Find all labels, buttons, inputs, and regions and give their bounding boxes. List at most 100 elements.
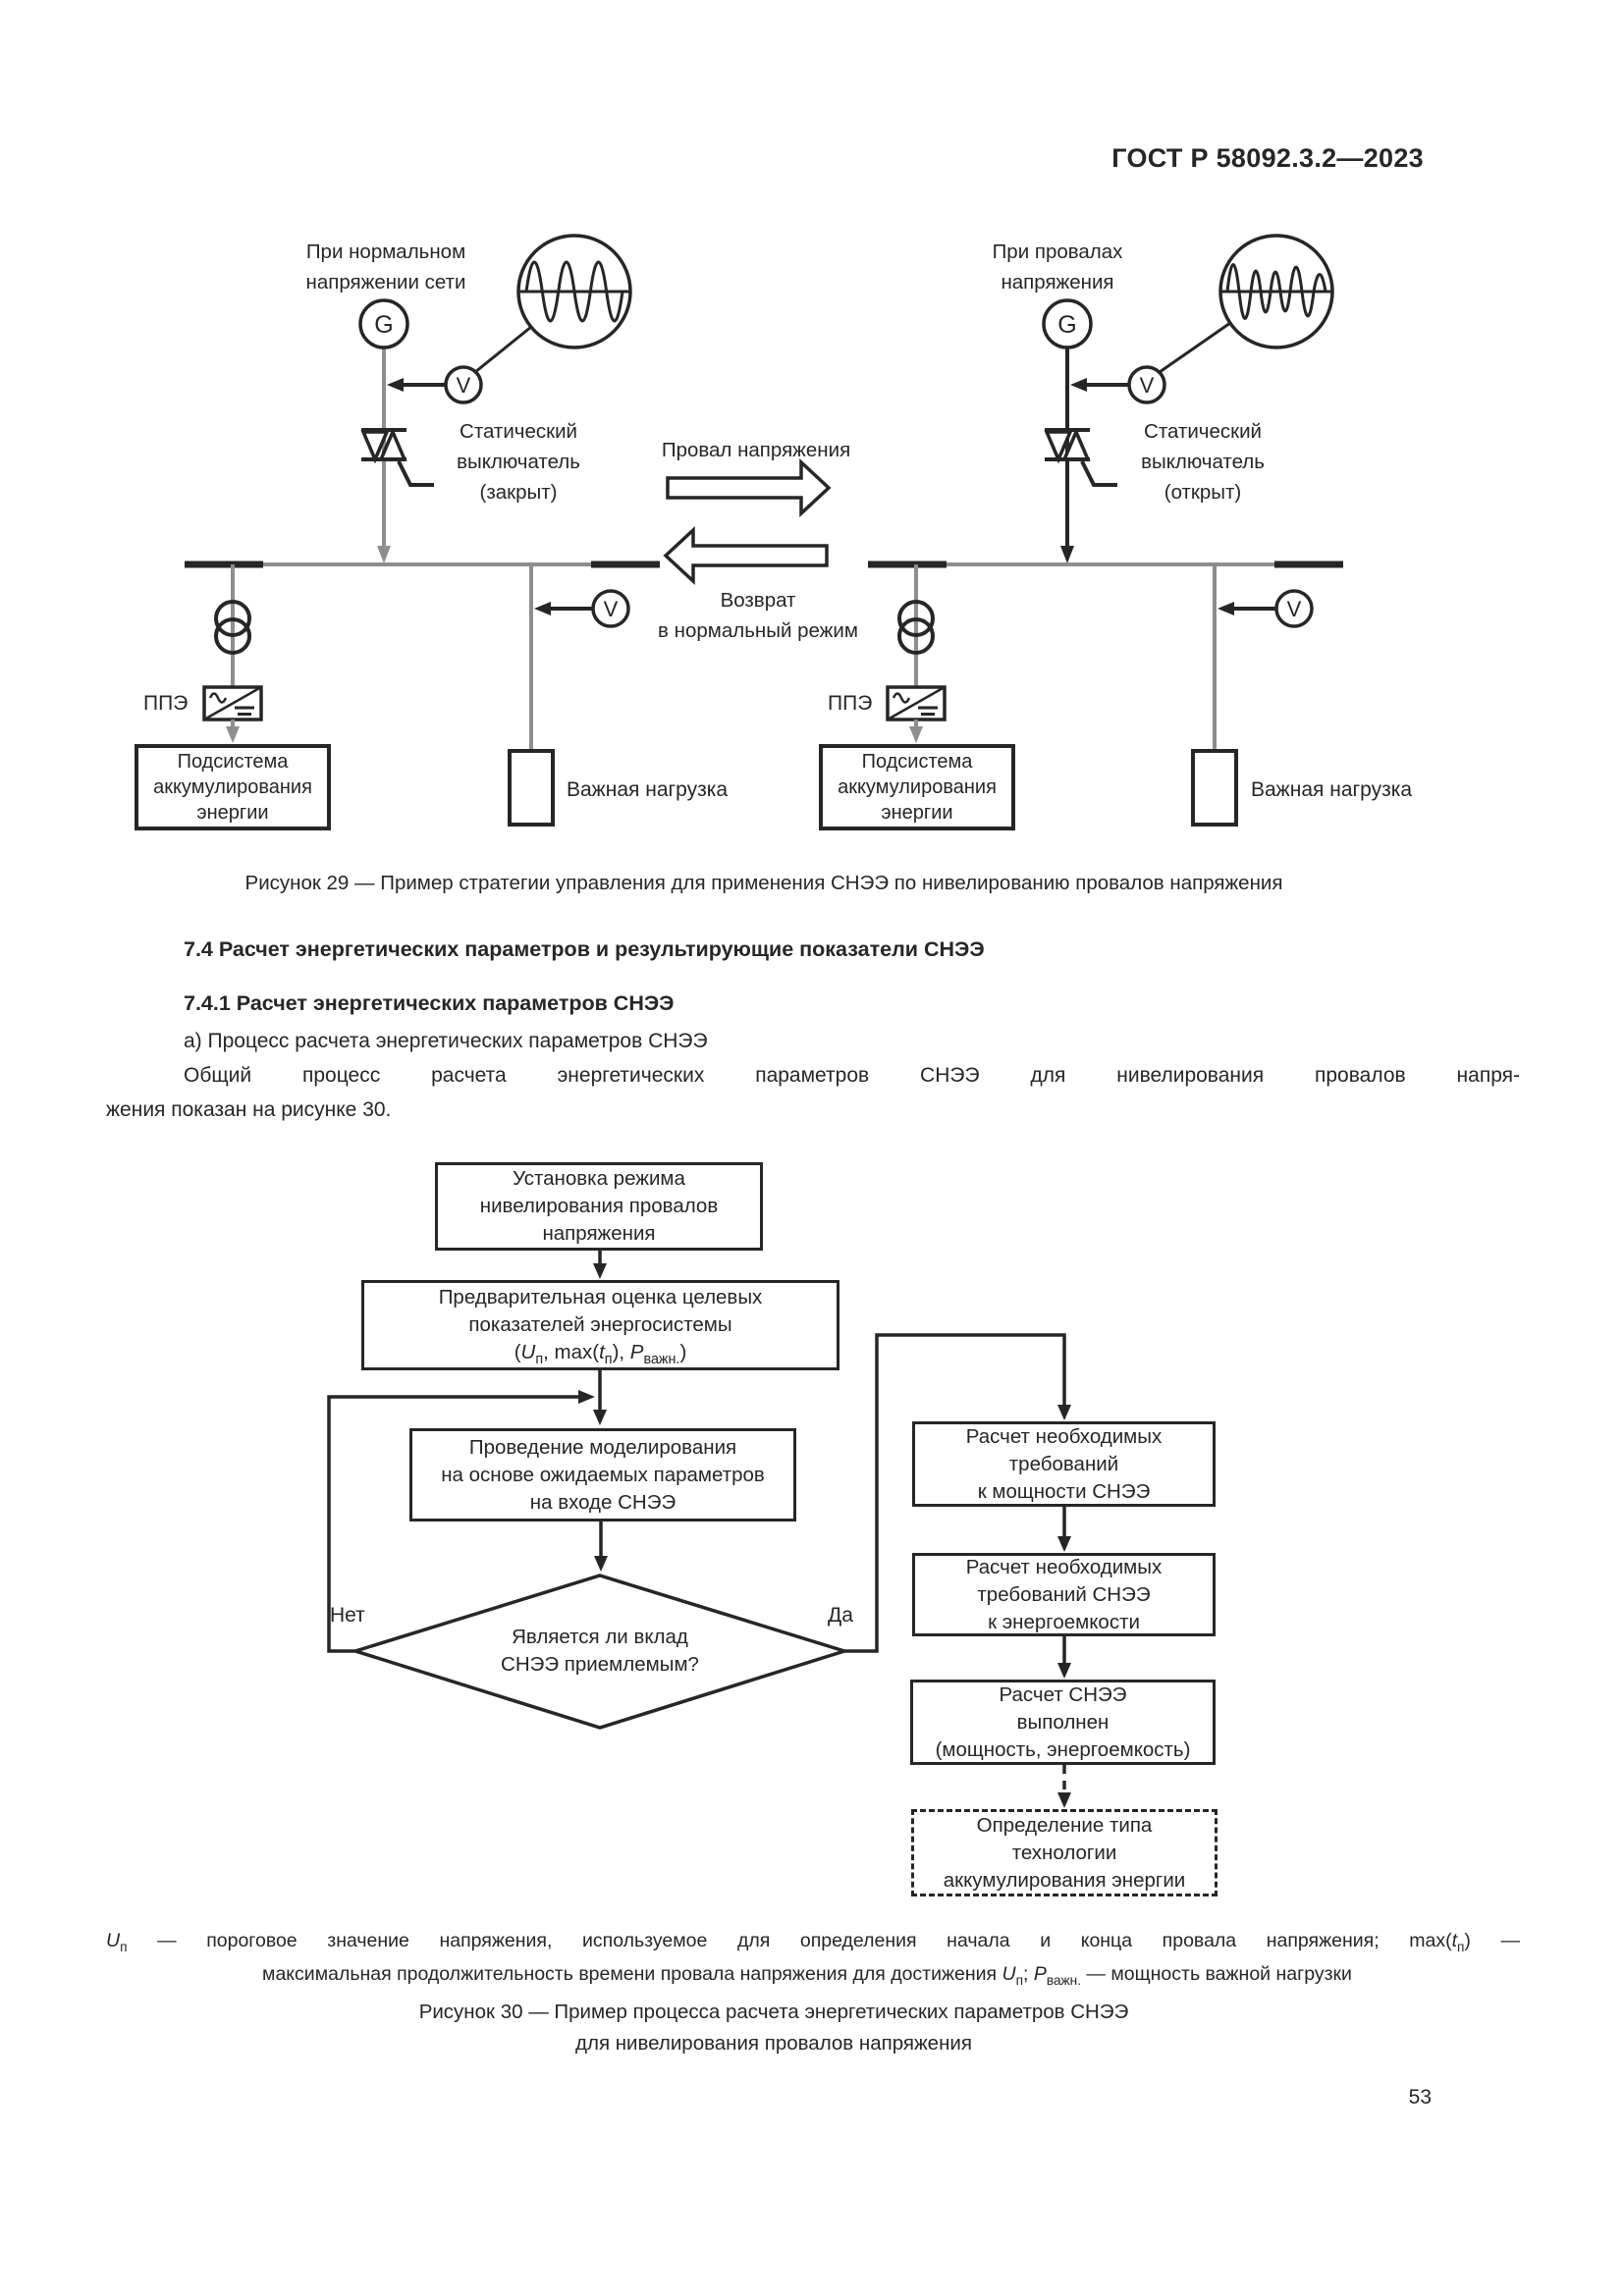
flowchart-box-power-requirements: Расчет необходимых требований к мощности… <box>912 1421 1216 1507</box>
static-switch-icon <box>1044 427 1117 487</box>
right-block-arrow-icon <box>666 457 832 518</box>
box-line: нивелирования провалов <box>479 1195 719 1217</box>
box-line: аккумулирования энергии <box>943 1868 1186 1892</box>
box-line: требований <box>1008 1452 1119 1475</box>
box-line: требований СНЭЭ <box>977 1582 1151 1606</box>
paragraph-line: жения показан на рисунке 30. <box>106 1098 392 1121</box>
label-line: аккумулирования <box>153 776 312 798</box>
load-rect <box>1191 749 1238 827</box>
fig29-left-condition-label: При нормальном напряжении сети <box>258 237 514 297</box>
transformer-icon <box>897 600 935 655</box>
paragraph-line: Общий процесс расчета энергетических пар… <box>184 1064 1520 1087</box>
section-heading-741: 7.4.1 Расчет энергетических параметров С… <box>184 991 675 1015</box>
generator-letter: G <box>374 311 393 339</box>
footnote-line: максимальная продолжительность времени п… <box>262 1963 1352 1988</box>
down-arrow-icon <box>226 726 240 743</box>
box-line: Проведение моделирования <box>468 1435 737 1459</box>
decision-diamond <box>350 1574 850 1730</box>
fig29-right-load-label: Важная нагрузка <box>1251 778 1413 801</box>
fig29-right-switch-label: Статический выключатель (открыт) <box>1085 416 1321 507</box>
voltmeter-letter: V <box>1287 597 1302 621</box>
label-line: (открыт) <box>1164 481 1242 504</box>
fig30-caption-line: для нивелирования провалов напряжения <box>575 2032 972 2055</box>
fig29-right-storage-subsystem-box: Подсистема аккумулирования энергии <box>819 744 1015 830</box>
fig29-dip-arrow-label: Провал напряжения <box>661 439 851 461</box>
load-rect <box>508 749 555 827</box>
box-line: технологии <box>1011 1841 1117 1864</box>
left-arrow-icon <box>1070 378 1087 392</box>
down-arrow-icon <box>1060 546 1074 563</box>
box-line: Определение типа <box>976 1813 1153 1837</box>
transformer-icon <box>214 600 251 655</box>
voltmeter-letter: V <box>604 597 619 621</box>
decision-line: СНЭЭ приемлемым? <box>501 1653 699 1676</box>
down-arrow-icon <box>909 726 923 743</box>
left-block-arrow-icon <box>663 525 829 586</box>
box-line: выполнен <box>1016 1710 1110 1734</box>
pointer-line <box>1159 321 1231 374</box>
label-line: Подсистема <box>177 751 289 773</box>
label-line: энергии <box>881 802 953 824</box>
box-line: Расчет СНЭЭ <box>999 1682 1127 1706</box>
fig29-left-load-label: Важная нагрузка <box>567 778 729 801</box>
static-switch-icon <box>360 427 434 487</box>
label-line: При нормальном <box>305 240 466 263</box>
label-line: Возврат <box>720 589 796 612</box>
box-line: Установка режима <box>513 1167 685 1190</box>
box-line: напряжения <box>542 1222 656 1245</box>
generator-icon <box>1042 298 1093 349</box>
box-line: Предварительная оценка целевых <box>438 1286 763 1308</box>
generator-letter: G <box>1057 311 1076 339</box>
footnote-line: Uп — пороговое значение напряжения, испо… <box>106 1930 1520 1954</box>
waveform-dip-icon <box>1218 234 1334 349</box>
box-line: Расчет необходимых <box>965 1424 1163 1448</box>
box-formula-line: (Uп, max(tп), Pважн.) <box>514 1341 687 1368</box>
flowchart-box-set-mode: Установка режима нивелирования провалов … <box>435 1162 763 1251</box>
label-line: выключатель <box>457 451 580 473</box>
fig29-left-diagram: G V <box>185 234 660 827</box>
label-line: Статический <box>1144 420 1262 443</box>
label-line: При провалах <box>992 240 1123 263</box>
decision-no-label: Нет <box>330 1604 365 1627</box>
label-line: напряжения <box>1001 271 1114 294</box>
page-number: 53 <box>1408 2086 1432 2109</box>
voltmeter-letter: V <box>457 373 471 398</box>
label-line: Подсистема <box>861 751 973 773</box>
waveform-normal-icon <box>516 234 632 349</box>
decision-line: Является ли вклад <box>512 1626 688 1648</box>
flowchart-box-calculation-done: Расчет СНЭЭ выполнен (мощность, энергоем… <box>910 1680 1216 1765</box>
doc-header-title: ГОСТ Р 58092.3.2—2023 <box>1111 143 1424 173</box>
box-line: на основе ожидаемых параметров <box>441 1463 765 1486</box>
flowchart-box-simulation: Проведение моделирования на основе ожида… <box>409 1428 796 1522</box>
flowchart-box-technology-type: Определение типа технологии аккумулирова… <box>911 1809 1218 1896</box>
voltmeter-letter: V <box>1140 373 1155 398</box>
box-line: Расчет необходимых <box>965 1555 1163 1578</box>
fig29-right-condition-label: При провалах напряжения <box>930 237 1185 297</box>
fig29-left-switch-label: Статический выключатель (закрыт) <box>401 416 636 507</box>
label-line: (закрыт) <box>479 481 558 504</box>
down-arrow-icon <box>377 546 391 563</box>
fig29-right-diagram: G V <box>868 234 1343 827</box>
section-heading-74: 7.4 Расчет энергетических параметров и р… <box>184 937 985 961</box>
box-line: к энергоемкости <box>988 1610 1140 1633</box>
fig29-caption: Рисунок 29 — Пример стратегии управления… <box>244 872 1283 894</box>
decision-yes-label: Да <box>828 1604 853 1627</box>
label-line: в нормальный режим <box>658 619 858 642</box>
converter-icon <box>202 685 263 721</box>
generator-icon <box>358 298 409 349</box>
fig29-left-converter-label: ППЭ <box>143 692 189 715</box>
flowchart-decision-label: Является ли вклад СНЭЭ приемлемым? <box>428 1624 772 1679</box>
fig29-left-storage-subsystem-box: Подсистема аккумулирования энергии <box>135 744 331 830</box>
label-line: напряжении сети <box>305 271 466 294</box>
label-line: аккумулирования <box>838 776 997 798</box>
fig30-caption-line: Рисунок 30 — Пример процесса расчета эне… <box>418 2001 1129 2023</box>
fig30-connectors <box>327 1251 1071 1808</box>
list-item-a: а) Процесс расчета энергетических параме… <box>184 1030 708 1052</box>
box-line: (мощность, энергоемкость) <box>935 1737 1191 1761</box>
flowchart-box-preliminary-estimate: Предварительная оценка целевых показател… <box>361 1280 839 1370</box>
fig29-transition-arrows <box>663 457 832 586</box>
yes-branch-line <box>844 1333 1066 1653</box>
label-line: Статический <box>460 420 577 443</box>
flowchart-box-energy-requirements: Расчет необходимых требований СНЭЭ к эне… <box>912 1553 1216 1636</box>
fig29-return-label: Возврат в нормальный режим <box>586 585 930 646</box>
